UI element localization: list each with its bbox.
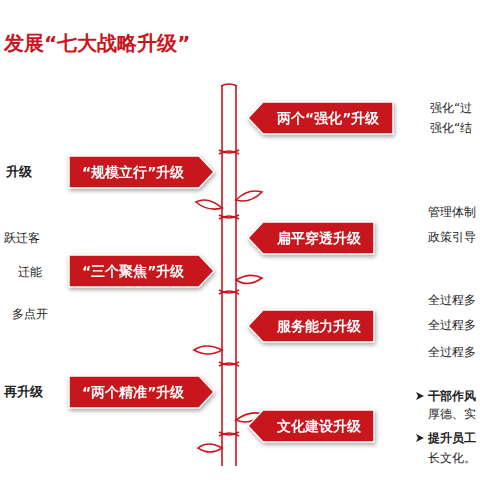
side-note: 强化“结: [430, 120, 472, 136]
side-note: 干部作风: [428, 388, 476, 404]
side-note: 厚德、实: [428, 406, 476, 422]
side-note: 长文化。: [428, 450, 476, 466]
side-note: 全过程多: [428, 317, 476, 333]
box-label: 两个“强化”升级: [247, 101, 394, 135]
side-note: 管理体制: [428, 204, 476, 220]
side-note: 再升级: [4, 384, 43, 400]
page-title: 发展“七大战略升级”: [4, 30, 190, 57]
box-label: “三个聚焦”升级: [68, 254, 215, 288]
side-note: 全过程多: [428, 344, 476, 360]
arrow-box: “规模立行”升级: [68, 155, 215, 189]
arrow-box: 服务能力升级: [247, 309, 375, 343]
side-note: 升级: [6, 164, 32, 180]
side-note: 全过程多: [428, 292, 476, 308]
arrow-box: 文化建设升级: [247, 409, 375, 443]
box-label: 文化建设升级: [247, 409, 375, 443]
arrow-box: “两个精准”升级: [68, 375, 215, 409]
side-note: 跃迁客: [4, 230, 40, 246]
box-label: 扁平穿透升级: [247, 221, 375, 255]
side-note: 政策引导: [428, 229, 476, 245]
box-label: “两个精准”升级: [68, 375, 215, 409]
arrow-box: 两个“强化”升级: [247, 101, 394, 135]
side-note: 提升员工: [428, 430, 476, 446]
box-label: 服务能力升级: [247, 309, 375, 343]
arrow-box: 扁平穿透升级: [247, 221, 375, 255]
box-label: “规模立行”升级: [68, 155, 215, 189]
arrow-box: “三个聚焦”升级: [68, 254, 215, 288]
side-note: 强化“过: [430, 100, 472, 116]
side-note: 多点开: [12, 306, 48, 322]
side-note: 迁能: [18, 264, 42, 280]
